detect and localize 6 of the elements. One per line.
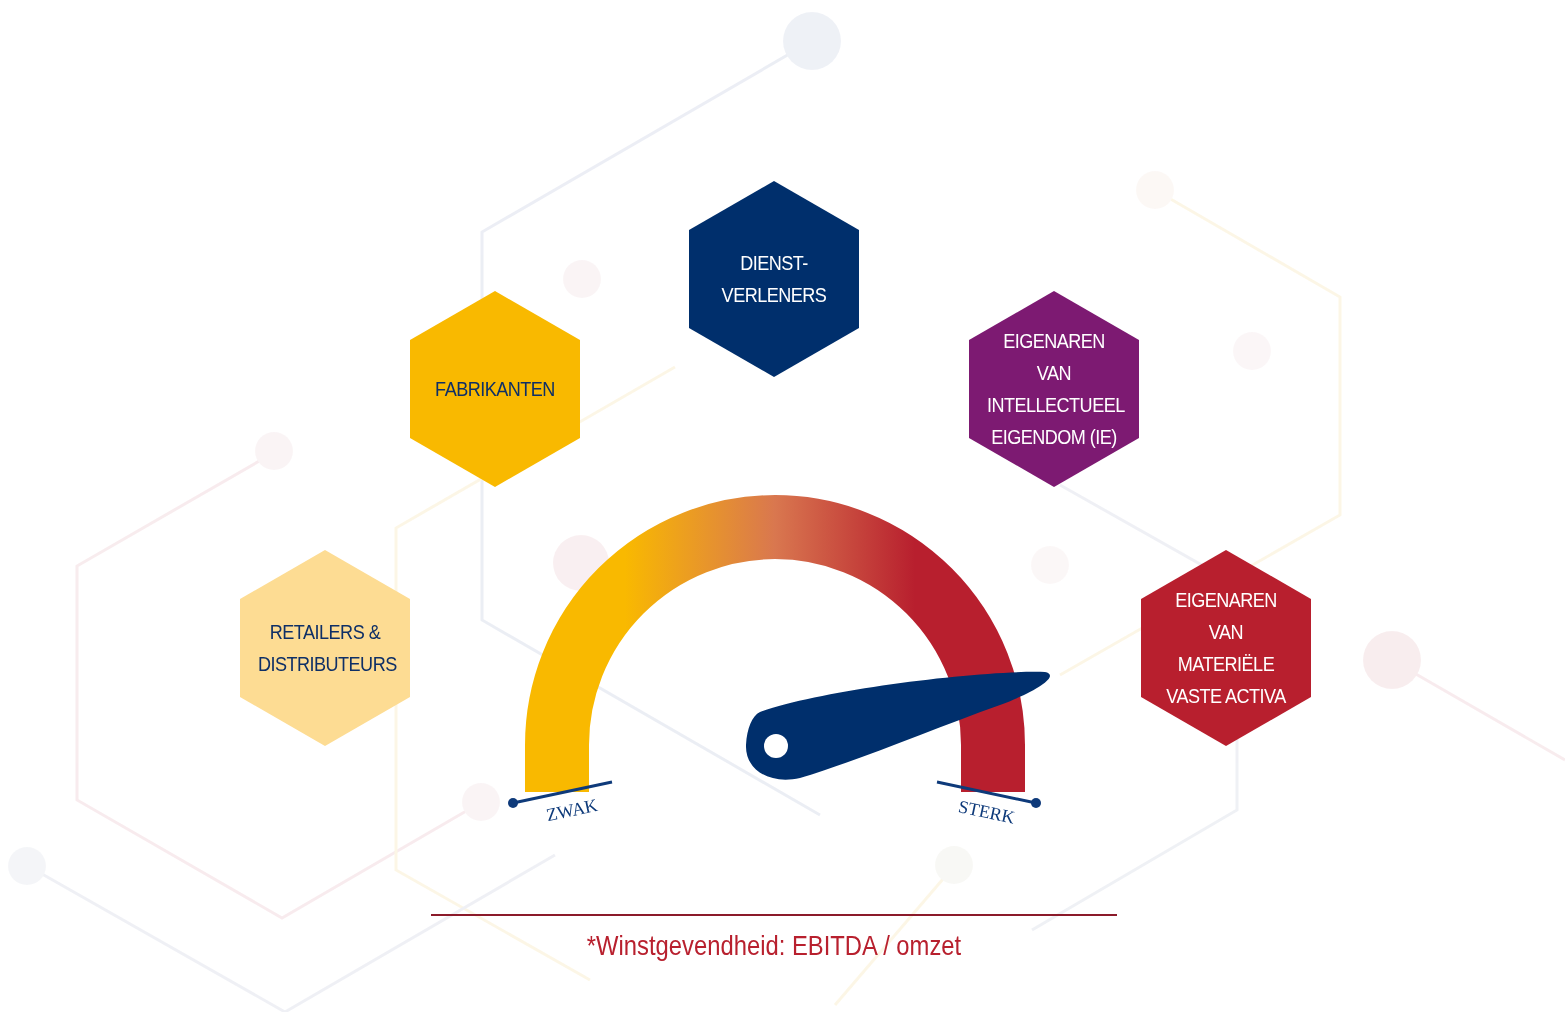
caption: *Winstgevendheid: EBITDA / omzet xyxy=(585,930,963,962)
hexagon-label: DIENST- VERLENERS xyxy=(720,250,828,308)
scale-label: ZWAK xyxy=(544,794,600,827)
hexagon-label: EIGENAREN VAN MATERIËLE VASTE ACTIVA xyxy=(1165,587,1287,709)
hexagon-label: FABRIKANTEN xyxy=(434,376,556,402)
scale-label: STERK xyxy=(956,796,1017,829)
